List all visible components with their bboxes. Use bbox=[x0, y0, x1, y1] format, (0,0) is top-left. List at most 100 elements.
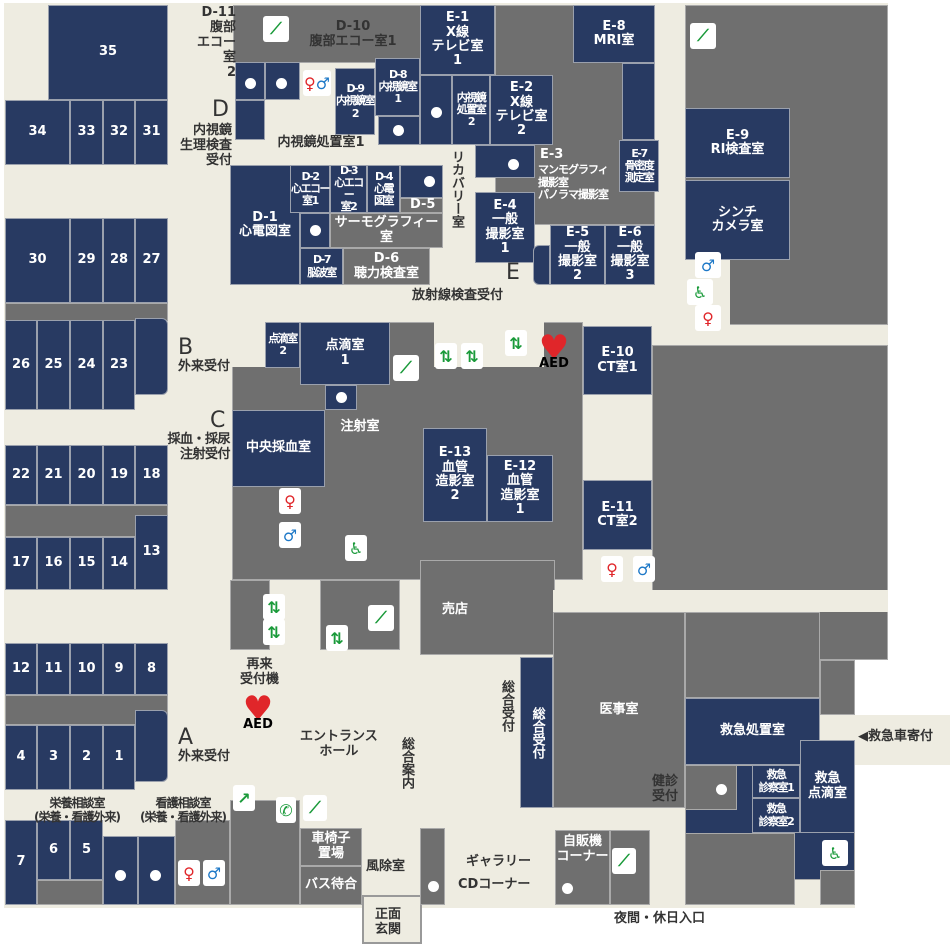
room-34[interactable]: 34 bbox=[5, 100, 70, 165]
endoscopy-treatment-room-2[interactable]: 内視鏡 処置室 2 bbox=[452, 75, 490, 145]
room-d9[interactable]: D-9 内視鏡室 2 bbox=[335, 68, 376, 135]
scintigraphy-room[interactable]: シンチ カメラ室 bbox=[685, 180, 790, 260]
stairs-icon: ⟋ bbox=[690, 23, 716, 49]
pointer-dot bbox=[336, 392, 347, 403]
room-e3[interactable] bbox=[475, 145, 535, 178]
room-27[interactable]: 27 bbox=[135, 218, 168, 303]
wheelchair-storage[interactable]: 車椅子 置場 bbox=[300, 828, 362, 866]
central-blood-collection-room[interactable]: 中央採血室 bbox=[232, 410, 325, 487]
room-d5[interactable] bbox=[400, 165, 443, 198]
shop[interactable]: 売店 bbox=[441, 601, 468, 617]
room-18[interactable]: 18 bbox=[135, 445, 168, 505]
female-toilet-icon: ♀ bbox=[695, 305, 721, 331]
room-d2[interactable]: D-2 心エコー 室1 bbox=[290, 165, 331, 213]
female-toilet-icon: ♀ bbox=[178, 860, 200, 886]
hearing-test-room[interactable]: D-6 聴力検査室 bbox=[343, 248, 430, 285]
room-33[interactable]: 33 bbox=[70, 100, 103, 165]
emergency-treatment-room[interactable]: 救急処置室 bbox=[685, 698, 820, 765]
room-19[interactable]: 19 bbox=[103, 445, 135, 505]
room-e8[interactable]: E-8 MRI室 bbox=[573, 5, 655, 63]
room-e7[interactable]: E-7 骨密度 測定室 bbox=[619, 140, 659, 192]
room-9[interactable]: 9 bbox=[103, 643, 135, 695]
room-29[interactable]: 29 bbox=[70, 218, 103, 303]
room-31[interactable]: 31 bbox=[135, 100, 168, 165]
room-5[interactable]: 5 bbox=[70, 820, 103, 880]
night-holiday-entrance[interactable]: 夜間・休日入口 bbox=[614, 911, 706, 926]
room-d4[interactable]: D-4 心電 図室 bbox=[367, 165, 400, 213]
room-1[interactable]: 1 bbox=[103, 725, 135, 790]
room-26[interactable]: 26 bbox=[5, 320, 37, 410]
drip-room-2[interactable]: 点滴室 2 bbox=[265, 322, 300, 368]
room-d8[interactable]: D-8 内視鏡室 1 bbox=[375, 58, 420, 116]
label-a-reception: 外来受付 bbox=[178, 749, 231, 764]
drip-room-1[interactable]: 点滴室 1 bbox=[300, 322, 390, 385]
label-d: D bbox=[212, 97, 229, 122]
er-exam-room-2[interactable]: 救急 診察室2 bbox=[752, 798, 800, 833]
label-d-reception: 内視鏡 生理検査 受付 bbox=[179, 123, 232, 168]
room-24[interactable]: 24 bbox=[70, 320, 103, 410]
room-25[interactable]: 25 bbox=[37, 320, 70, 410]
pointer-dot bbox=[424, 176, 435, 187]
label-checkup-reception: 健診 受付 bbox=[652, 774, 679, 804]
room-12[interactable]: 12 bbox=[5, 643, 37, 695]
elevator-icon: ⇅ bbox=[461, 343, 483, 369]
room-e12[interactable]: E-12 血管 造影室 1 bbox=[487, 455, 553, 522]
corridor bbox=[660, 5, 685, 325]
male-toilet-icon: ♂ bbox=[695, 252, 721, 278]
room-e10[interactable]: E-10 CT室1 bbox=[583, 326, 652, 395]
room-e4[interactable]: E-4 一般 撮影室 1 bbox=[475, 192, 535, 263]
room-20[interactable]: 20 bbox=[70, 445, 103, 505]
wheelchair-icon: ♿ bbox=[345, 535, 367, 561]
room-3[interactable]: 3 bbox=[37, 725, 70, 790]
vending-corner[interactable]: 自販機 コーナー bbox=[555, 830, 610, 905]
room-e5[interactable]: E-5 一般 撮影室 2 bbox=[550, 225, 605, 285]
general-reception-counter[interactable]: 総合受付 bbox=[520, 657, 553, 808]
room-17[interactable]: 17 bbox=[5, 537, 37, 590]
thermography-room[interactable]: サーモグラフィー室 bbox=[330, 213, 443, 248]
room-10[interactable]: 10 bbox=[70, 643, 103, 695]
male-toilet-icon: ♂ bbox=[203, 860, 225, 886]
room-2[interactable]: 2 bbox=[70, 725, 103, 790]
label-general-reception: 総合受付 bbox=[498, 680, 514, 732]
room-8[interactable]: 8 bbox=[135, 643, 168, 695]
corridor bbox=[652, 325, 888, 345]
room-22[interactable]: 22 bbox=[5, 445, 37, 505]
pointer-dot bbox=[431, 107, 442, 118]
escalator-icon: ↗ bbox=[233, 785, 255, 811]
ambulance-entrance[interactable]: ◀救急車寄付 bbox=[858, 729, 933, 744]
room-e13[interactable]: E-13 血管 造影室 2 bbox=[423, 428, 487, 522]
room-13[interactable]: 13 bbox=[135, 515, 168, 590]
pointer-dot bbox=[428, 881, 439, 892]
medical-affairs-room[interactable]: 医事室 bbox=[553, 612, 685, 808]
room-e6[interactable]: E-6 一般 撮影室 3 bbox=[605, 225, 655, 285]
room-d7[interactable]: D-7 脳波室 bbox=[300, 248, 343, 285]
room-7[interactable]: 7 bbox=[5, 820, 37, 905]
room-e1[interactable]: E-1 X線 テレビ室 1 bbox=[420, 5, 495, 75]
room-14[interactable]: 14 bbox=[103, 537, 135, 590]
er-exam-room-1[interactable]: 救急 診察室1 bbox=[752, 765, 800, 798]
room-e2[interactable]: E-2 X線 テレビ室 2 bbox=[490, 75, 553, 145]
room-d3[interactable]: D-3 心エコー 室2 bbox=[330, 164, 367, 213]
room-4[interactable]: 4 bbox=[5, 725, 37, 790]
room-6[interactable]: 6 bbox=[37, 820, 70, 880]
room-23[interactable]: 23 bbox=[103, 320, 135, 410]
room-e11[interactable]: E-11 CT室2 bbox=[583, 480, 652, 550]
room-d1[interactable]: D-1 心電図室 bbox=[230, 165, 300, 285]
room-16[interactable]: 16 bbox=[37, 537, 70, 590]
main-entrance[interactable]: 正面 玄関 bbox=[375, 907, 402, 937]
room-30[interactable]: 30 bbox=[5, 218, 70, 303]
er-drip-room[interactable]: 救急 点滴室 bbox=[800, 740, 855, 833]
room-21[interactable]: 21 bbox=[37, 445, 70, 505]
bus-waiting-area[interactable]: バス待合 bbox=[300, 866, 362, 905]
label-recovery: リカバリー室 bbox=[448, 150, 464, 228]
room-d11[interactable] bbox=[235, 62, 265, 100]
label-nutrition-room: 栄養相談室 (栄養・看護外来) bbox=[34, 796, 121, 824]
room-e9[interactable]: E-9 RI検査室 bbox=[685, 108, 790, 178]
room-28[interactable]: 28 bbox=[103, 218, 135, 303]
room-11[interactable]: 11 bbox=[37, 643, 70, 695]
room-35[interactable]: 35 bbox=[48, 5, 168, 100]
injection-room-label: 注射室 bbox=[340, 419, 380, 435]
stairs-icon: ⟋ bbox=[393, 355, 419, 381]
room-15[interactable]: 15 bbox=[70, 537, 103, 590]
room-32[interactable]: 32 bbox=[103, 100, 135, 165]
